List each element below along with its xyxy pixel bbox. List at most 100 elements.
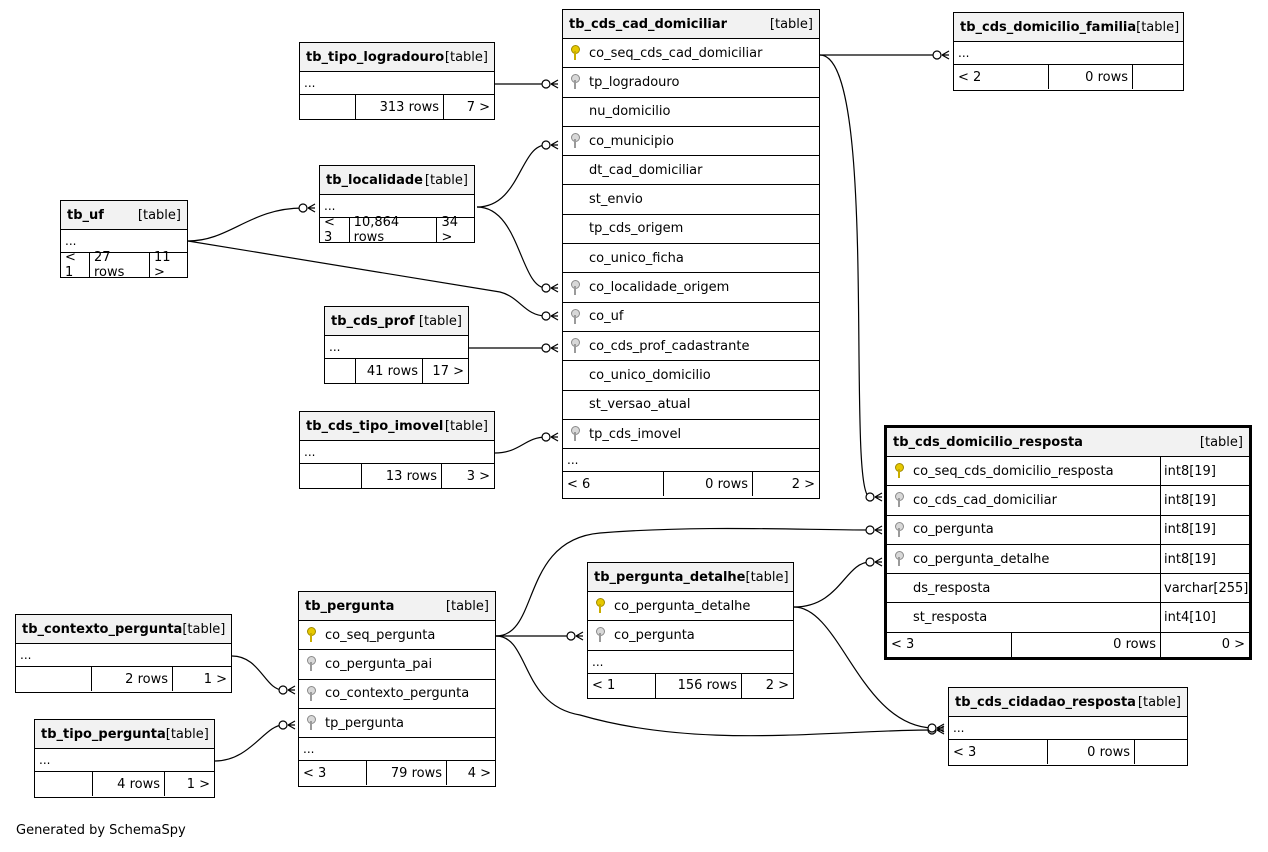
parents-count[interactable]: < 3 (299, 761, 367, 786)
column-row[interactable]: tp_logradouro (563, 68, 819, 98)
column-row[interactable]: tp_cds_origem (563, 215, 819, 245)
column-name[interactable]: tp_cds_origem (589, 221, 684, 237)
column-name[interactable]: dt_cad_domiciliar (589, 162, 703, 178)
table-name[interactable]: tb_cds_tipo_imovel (306, 418, 444, 434)
children-count[interactable]: 7 > (466, 99, 490, 115)
column-name[interactable]: co_seq_cds_domicilio_resposta (913, 463, 1114, 479)
column-row[interactable]: co_contexto_pergunta (299, 680, 495, 709)
table-tb-localidade[interactable]: tb_localidade [table] ... < 3 10,864 row… (319, 165, 475, 245)
column-name[interactable]: co_pergunta (913, 522, 994, 538)
parents-count[interactable]: < 1 (588, 673, 656, 698)
table-tb-tipo-logradouro[interactable]: tb_tipo_logradouro [table] ... 313 rows … (299, 42, 495, 120)
table-tb-cds-cad-domiciliar[interactable]: tb_cds_cad_domiciliar [table] co_seq_cds… (562, 9, 820, 499)
children-count[interactable] (1133, 65, 1183, 89)
column-name[interactable]: co_unico_ficha (589, 250, 684, 266)
column-row[interactable]: st_envio (563, 185, 819, 215)
table-tb-cds-cidadao-resposta[interactable]: tb_cds_cidadao_resposta [table] ... < 3 … (948, 687, 1188, 766)
children-count[interactable]: 3 > (466, 468, 490, 484)
column-row[interactable]: co_seq_cds_cad_domiciliar (563, 39, 819, 69)
column-name[interactable]: st_resposta (913, 610, 988, 626)
children-count[interactable]: 1 > (203, 671, 227, 687)
column-row[interactable]: dt_cad_domiciliar (563, 156, 819, 186)
parents-count[interactable]: < 3 (949, 740, 1048, 764)
column-name[interactable]: co_uf (589, 309, 624, 325)
column-name[interactable]: ds_resposta (913, 580, 991, 596)
column-name[interactable]: co_municipio (589, 133, 674, 149)
parents-count[interactable] (300, 95, 356, 119)
column-name[interactable]: tp_logradouro (589, 74, 680, 90)
column-row[interactable]: co_pergunta (588, 621, 793, 651)
column-name[interactable]: co_pergunta_detalhe (913, 551, 1050, 567)
table-tb-cds-tipo-imovel[interactable]: tb_cds_tipo_imovel [table] ... 13 rows 3… (299, 411, 495, 489)
column-name[interactable]: nu_domicilio (589, 104, 671, 120)
column-row[interactable]: tp_cds_imovel (563, 420, 819, 450)
parents-count[interactable]: < 1 (61, 250, 90, 280)
children-count[interactable]: 17 > (432, 363, 464, 379)
column-row[interactable]: co_uf (563, 303, 819, 332)
table-tb-tipo-pergunta[interactable]: tb_tipo_pergunta [table] ... 4 rows 1 > (34, 719, 215, 798)
table-name[interactable]: tb_cds_cad_domiciliar (569, 16, 728, 32)
table-tb-pergunta-detalhe[interactable]: tb_pergunta_detalhe [table] co_pergunta_… (587, 562, 794, 699)
column-name[interactable]: co_contexto_pergunta (325, 686, 470, 702)
column-name[interactable]: st_envio (589, 192, 643, 208)
children-count[interactable]: 11 > (154, 250, 171, 280)
children-count[interactable]: 34 > (441, 215, 458, 245)
table-name[interactable]: tb_cds_domicilio_familia (960, 19, 1137, 35)
table-tb-cds-domicilio-familia[interactable]: tb_cds_domicilio_familia [table] ... < 2… (953, 12, 1184, 91)
table-name[interactable]: tb_tipo_pergunta (41, 726, 166, 742)
column-row[interactable]: nu_domicilio (563, 98, 819, 127)
column-name[interactable]: co_localidade_origem (589, 280, 730, 296)
table-tb-cds-prof[interactable]: tb_cds_prof [table] ... 41 rows 17 > (324, 306, 469, 384)
column-name[interactable]: co_pergunta (614, 627, 695, 643)
children-count[interactable]: 4 > (467, 765, 491, 781)
column-row[interactable]: co_localidade_origem (563, 273, 819, 303)
column-row[interactable]: co_seq_pergunta (299, 621, 495, 651)
parents-count[interactable]: < 2 (954, 65, 1049, 89)
table-name[interactable]: tb_cds_domicilio_resposta (893, 434, 1083, 450)
children-count[interactable]: 1 > (186, 776, 210, 792)
column-row[interactable]: co_cds_prof_cadastrante (563, 332, 819, 362)
column-row[interactable]: co_unico_domicilio (563, 361, 819, 391)
table-tb-contexto-pergunta[interactable]: tb_contexto_pergunta [table] ... 2 rows … (15, 614, 232, 693)
children-count[interactable]: 2 > (791, 476, 815, 492)
table-name[interactable]: tb_pergunta (305, 598, 395, 614)
column-name[interactable]: st_versao_atual (589, 397, 691, 413)
column-row[interactable]: co_pergunta_pai (299, 650, 495, 680)
parents-count[interactable] (300, 464, 362, 488)
children-count[interactable]: 2 > (765, 678, 789, 694)
column-row[interactable]: co_pergunta_detalhe (588, 592, 793, 622)
table-tb-cds-domicilio-resposta[interactable]: tb_cds_domicilio_resposta [table] co_seq… (884, 425, 1252, 660)
parents-count[interactable] (16, 667, 92, 691)
column-name[interactable]: co_seq_cds_cad_domiciliar (589, 45, 763, 61)
parents-count[interactable]: < 3 (320, 215, 350, 245)
column-name[interactable]: co_cds_cad_domiciliar (913, 492, 1057, 508)
table-name[interactable]: tb_pergunta_detalhe (594, 569, 746, 585)
parents-count[interactable]: < 3 (887, 632, 1012, 657)
column-row[interactable]: co_unico_ficha (563, 244, 819, 274)
column-name[interactable]: co_pergunta_pai (325, 656, 433, 672)
column-row[interactable]: co_municipio (563, 127, 819, 157)
parents-count[interactable] (35, 772, 93, 796)
column-name[interactable]: co_pergunta_detalhe (614, 598, 751, 614)
children-count[interactable] (1135, 740, 1187, 764)
table-name[interactable]: tb_cds_cidadao_resposta (955, 694, 1136, 710)
column-row[interactable]: st_versao_atual (563, 391, 819, 420)
column-name[interactable]: co_unico_domicilio (589, 367, 711, 383)
table-name[interactable]: tb_localidade (326, 172, 423, 188)
parents-count[interactable]: < 6 (563, 472, 664, 497)
column-name[interactable]: co_seq_pergunta (325, 627, 436, 643)
children-count[interactable]: 0 > (1221, 637, 1245, 653)
table-name[interactable]: tb_contexto_pergunta (22, 621, 183, 637)
column-row[interactable]: tp_pergunta (299, 709, 495, 739)
column-name[interactable]: co_cds_prof_cadastrante (589, 338, 750, 354)
table-name[interactable]: tb_tipo_logradouro (306, 49, 445, 65)
table-name[interactable]: tb_uf (67, 207, 104, 223)
parents-count[interactable] (325, 359, 356, 383)
column-name[interactable]: tp_pergunta (325, 715, 405, 731)
